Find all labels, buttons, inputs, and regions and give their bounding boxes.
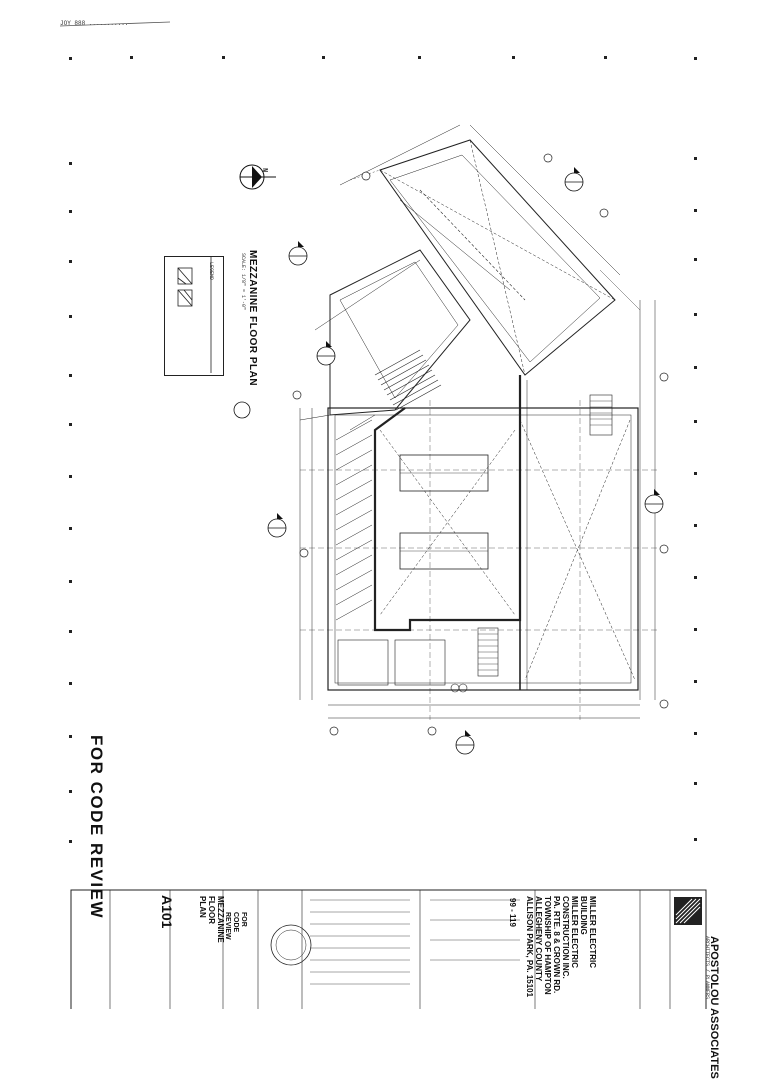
firm-subtitle: ARCHITECTS / PLANNERS xyxy=(704,936,710,1000)
plan-title: MEZZANINE FLOOR PLAN xyxy=(247,250,258,387)
plan-linework xyxy=(59,21,707,1009)
project-info: MILLER ELECTRIC BUILDING MILLER ELECTRIC… xyxy=(525,896,597,998)
north-label: N xyxy=(260,168,268,173)
sheet-title: MEZZANINE FLOOR PLAN xyxy=(198,896,225,943)
firm-logo-icon xyxy=(674,897,702,925)
sheet-number: A101 xyxy=(159,895,175,929)
north-arrow-icon xyxy=(239,164,276,190)
project-number: 99 - 119 xyxy=(508,898,517,927)
plan-scale: SCALE: 1/8" = 1'-0" xyxy=(240,253,246,311)
drawing-sheet: JOY 888 ........... xyxy=(59,20,720,1079)
legend-title: LEGEND xyxy=(208,262,214,281)
title-block-code-review: FOR CODE REVIEW xyxy=(224,912,247,940)
legend-box xyxy=(164,256,224,376)
fax-header: JOY 888 ........... xyxy=(60,20,129,27)
code-review-stamp: FOR CODE REVIEW xyxy=(87,735,106,920)
